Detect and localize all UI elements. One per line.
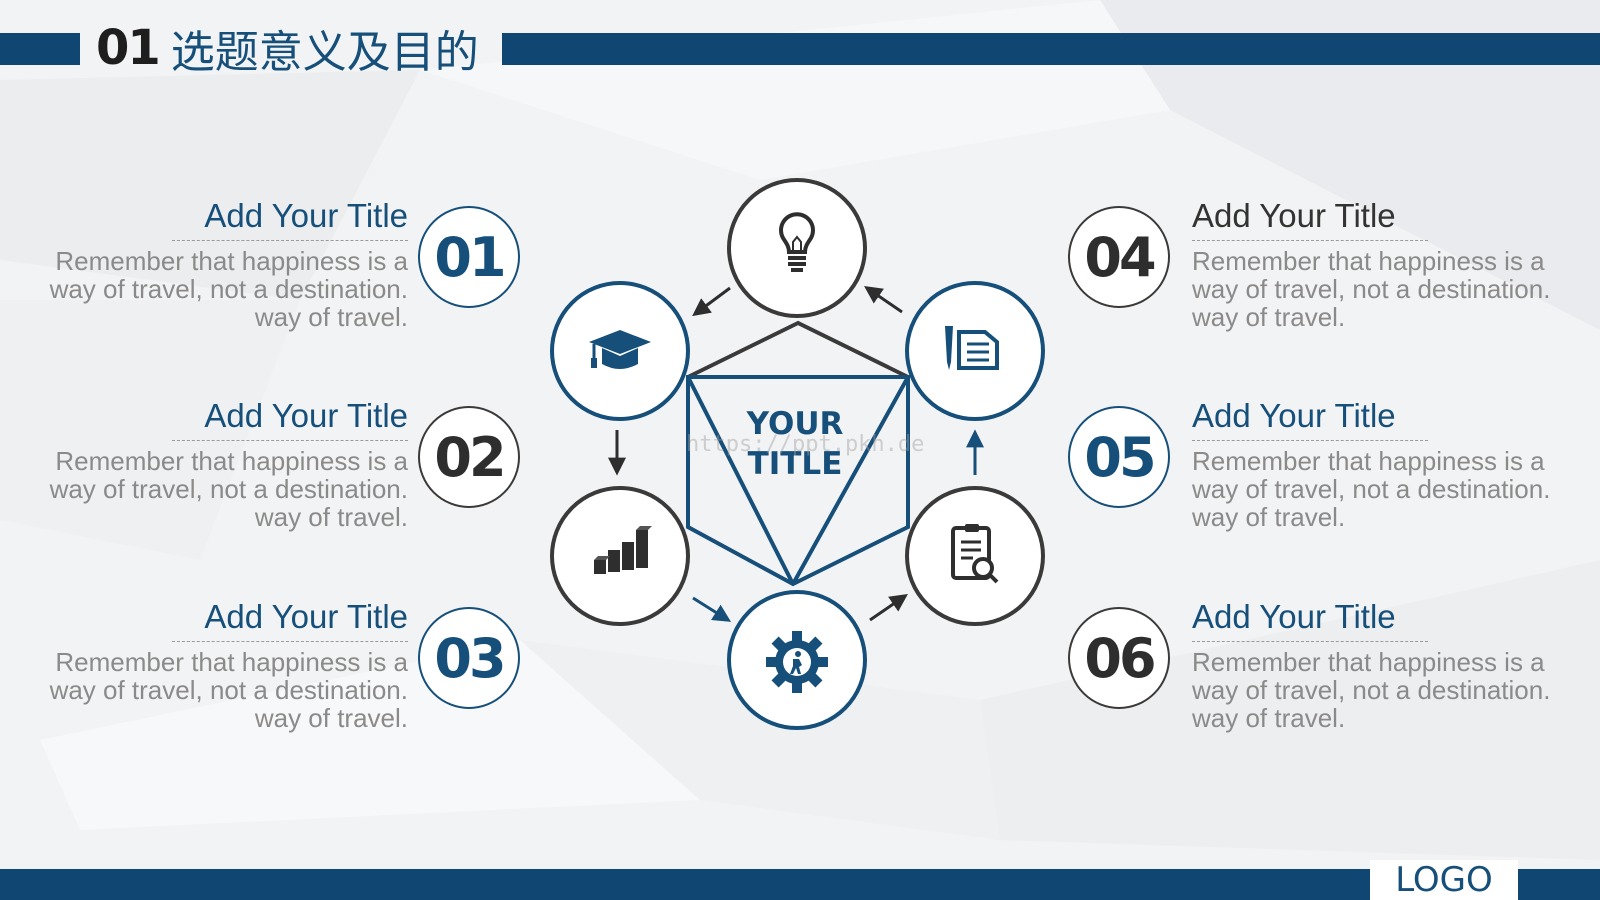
- item-01: Add Your Title Remember that happiness i…: [0, 196, 408, 331]
- number-circle-04: 04: [1068, 206, 1170, 308]
- item-title: Add Your Title: [1192, 397, 1396, 434]
- page-title-text: 选题意义及目的: [170, 27, 479, 78]
- header-bar-left: [0, 33, 80, 65]
- number-circle-05: 05: [1068, 406, 1170, 508]
- arrow-bottom-to-lowerright: [869, 593, 908, 622]
- arrow-upperright-to-top: [864, 285, 903, 314]
- graduation-cap-icon: [589, 330, 651, 369]
- number-circle-03: 03: [418, 607, 520, 709]
- item-divider: [1192, 641, 1428, 642]
- item-divider: [172, 641, 408, 642]
- item-description: Remember that happiness is a way of trav…: [1192, 246, 1551, 332]
- item-divider: [1192, 240, 1428, 241]
- item-title: Add Your Title: [1192, 197, 1396, 234]
- lightbulb-icon: [779, 212, 815, 272]
- item-title: Add Your Title: [204, 598, 408, 635]
- item-03: Add Your Title Remember that happiness i…: [0, 597, 408, 732]
- item-06: Add Your Title Remember that happiness i…: [1192, 597, 1600, 732]
- header-bar-right: [502, 33, 1600, 65]
- number-circle-06: 06: [1068, 607, 1170, 709]
- item-title: Add Your Title: [204, 197, 408, 234]
- watermark: https://ppt.pkh.de: [686, 432, 925, 457]
- item-title: Add Your Title: [1192, 598, 1396, 635]
- item-description: Remember that happiness is a way of trav…: [49, 647, 408, 733]
- logo: LOGO: [1370, 860, 1518, 900]
- node-top: [727, 178, 867, 318]
- arrow-lowerleft-to-bottom: [692, 596, 732, 622]
- item-04: Add Your Title Remember that happiness i…: [1192, 196, 1600, 331]
- item-description: Remember that happiness is a way of trav…: [49, 246, 408, 332]
- bar-chart-icon: [594, 526, 652, 574]
- item-02: Add Your Title Remember that happiness i…: [0, 396, 408, 531]
- arrow-top-to-upperleft: [692, 286, 731, 317]
- pen-document-icon: [945, 326, 999, 370]
- page-title: 01 选题意义及目的: [96, 18, 479, 78]
- number-circle-01: 01: [418, 206, 520, 308]
- document-search-icon: [951, 524, 999, 584]
- item-divider: [172, 240, 408, 241]
- item-description: Remember that happiness is a way of trav…: [1192, 647, 1551, 733]
- item-description: Remember that happiness is a way of trav…: [49, 446, 408, 532]
- item-divider: [1192, 440, 1428, 441]
- page-title-number: 01: [96, 20, 161, 76]
- footer-bar: [0, 869, 1600, 900]
- item-description: Remember that happiness is a way of trav…: [1192, 446, 1551, 532]
- center-title-line2: TITLE: [747, 446, 843, 482]
- number-circle-02: 02: [418, 406, 520, 508]
- center-shape: [686, 320, 910, 587]
- center-title: YOUR TITLE: [690, 404, 900, 484]
- item-divider: [172, 440, 408, 441]
- node-lower-right: [905, 486, 1045, 626]
- item-05: Add Your Title Remember that happiness i…: [1192, 396, 1600, 531]
- center-title-line1: YOUR: [746, 406, 844, 442]
- item-title: Add Your Title: [204, 397, 408, 434]
- gear-person-icon: [766, 631, 828, 693]
